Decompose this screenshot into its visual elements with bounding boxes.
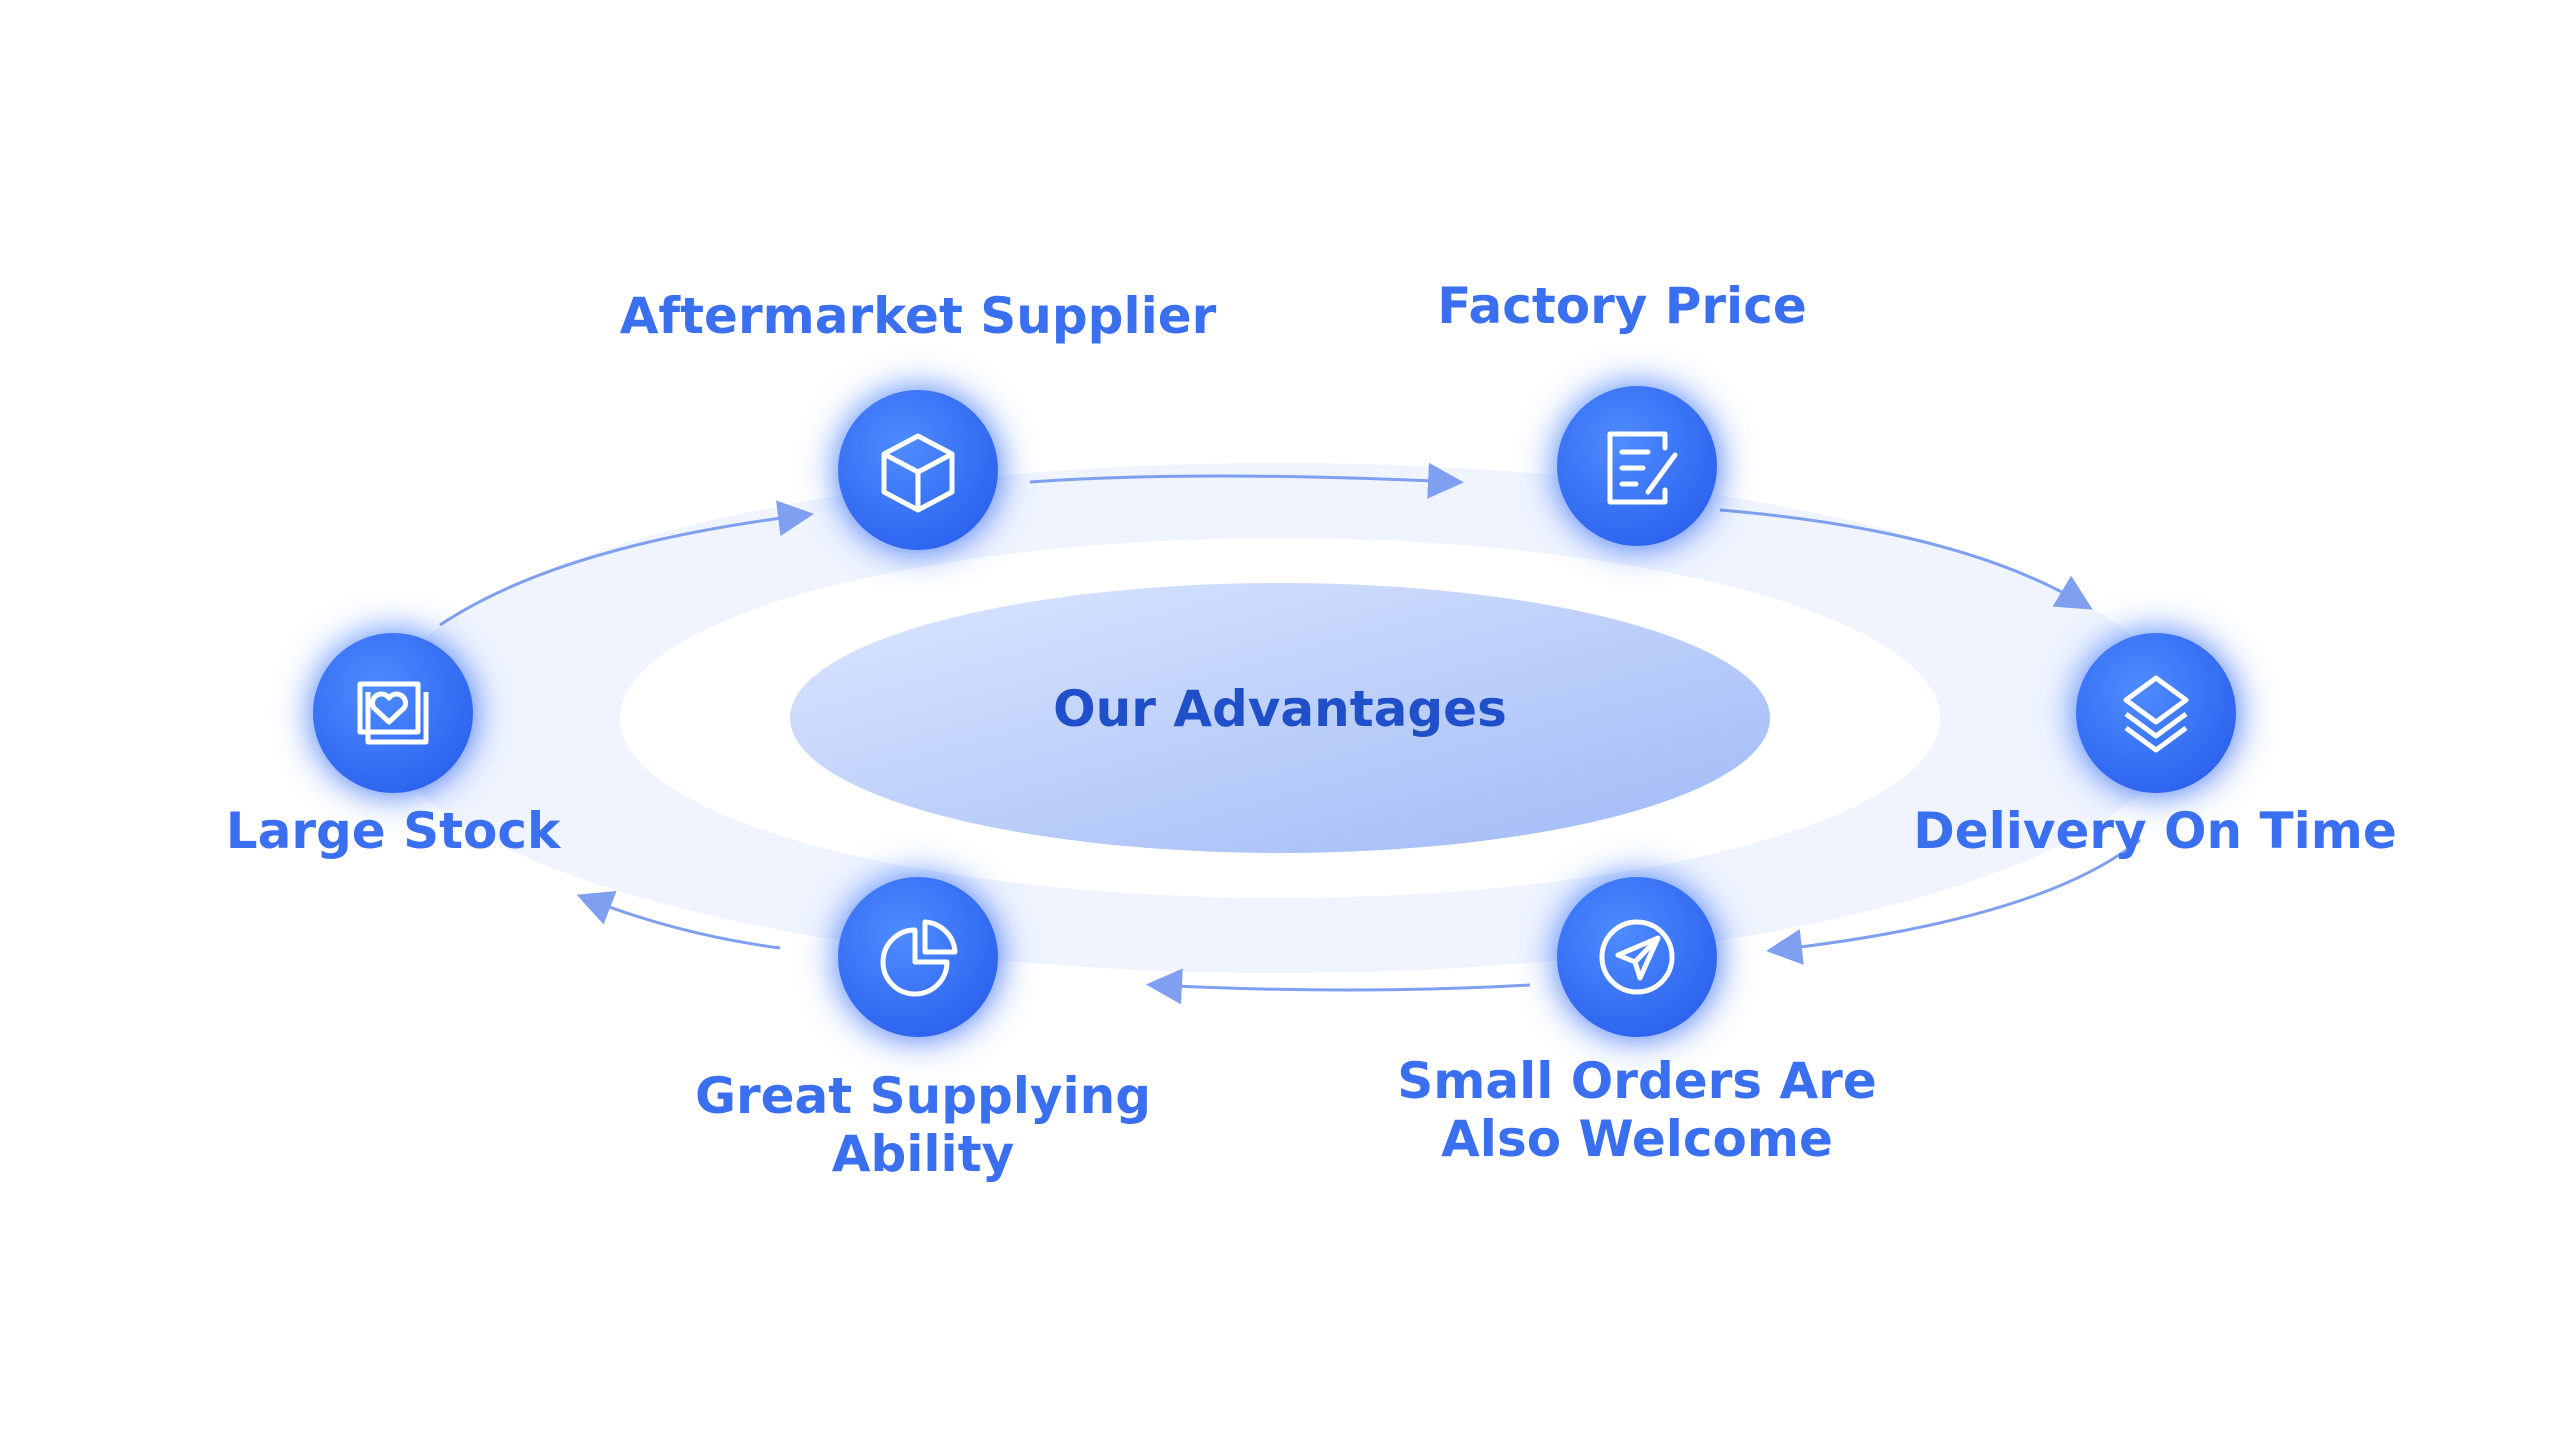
arrow-stock-to-aftermarket xyxy=(439,500,814,627)
arrow-delivery-to-small-orders xyxy=(1766,838,2141,965)
label-factory: Factory Price xyxy=(1437,277,1807,335)
label-stock: Large Stock xyxy=(225,802,561,860)
arrow-aftermarket-to-factory xyxy=(1029,462,1464,499)
node-small-orders xyxy=(1557,877,1717,1037)
arrow-supply-to-stock xyxy=(576,891,781,950)
pie-chart-icon xyxy=(880,919,958,997)
node-supply xyxy=(838,877,998,1037)
node-aftermarket xyxy=(838,390,998,550)
arrow-small-orders-to-supply xyxy=(1146,968,1531,1005)
document-edit-icon xyxy=(1607,431,1678,505)
arrow-factory-to-delivery xyxy=(1719,508,2093,610)
cube-icon xyxy=(881,433,955,513)
label-delivery: Delivery On Time xyxy=(1913,802,2397,860)
paper-plane-icon xyxy=(1599,919,1675,995)
node-delivery xyxy=(2076,633,2236,793)
node-stock xyxy=(313,633,473,793)
node-factory xyxy=(1557,386,1717,546)
heart-image-icon xyxy=(357,681,429,745)
center-title: Our Advantages xyxy=(1053,680,1507,738)
layers-icon xyxy=(2123,675,2189,753)
label-small-orders: Small Orders Are Also Welcome xyxy=(1397,1052,1877,1168)
center-ellipse xyxy=(790,583,1770,853)
label-supply: Great Supplying Ability xyxy=(694,1067,1152,1183)
label-aftermarket: Aftermarket Supplier xyxy=(619,287,1217,345)
